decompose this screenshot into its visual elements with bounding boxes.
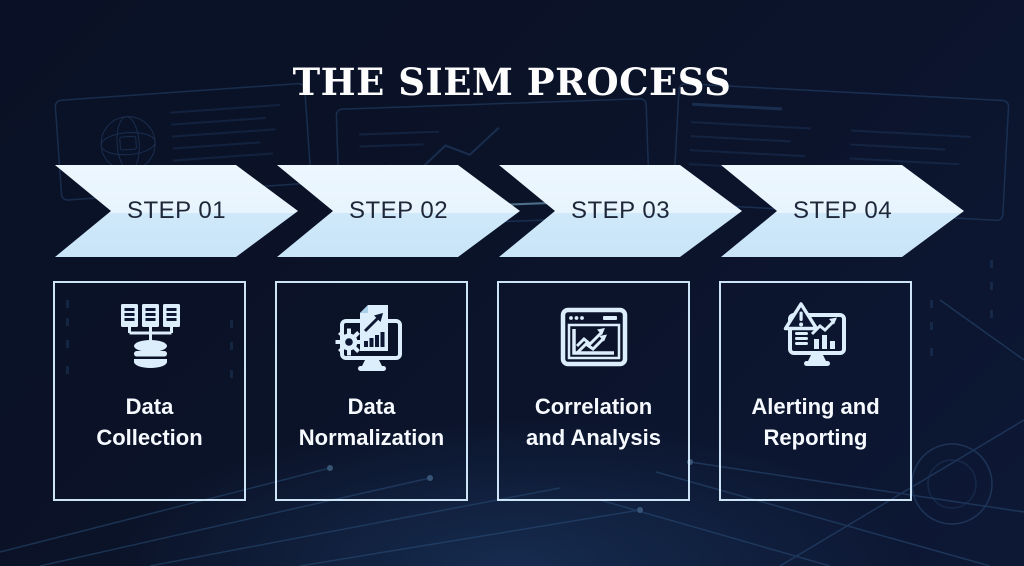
step-card-label-line2: Normalization <box>298 425 445 450</box>
step-arrow-1: STEP 01 <box>55 165 298 257</box>
step-arrow-3: STEP 03 <box>499 165 742 257</box>
step-card-label-line2: and Analysis <box>526 425 661 450</box>
data-collection-icon <box>120 304 180 368</box>
step-card-label: Alerting and Reporting <box>751 391 879 453</box>
step-card-alerting-reporting: Alerting and Reporting <box>719 281 912 501</box>
step-card-label-line2: Reporting <box>763 425 868 450</box>
data-normalization-icon <box>335 305 402 371</box>
step-card-label-line1: Correlation <box>534 394 653 419</box>
step-card-label: Data Collection <box>96 391 202 453</box>
alerting-reporting-icon <box>783 302 846 366</box>
step-card-label-line1: Alerting and <box>751 394 880 419</box>
step-card-label-line2: Collection <box>96 425 203 450</box>
step-arrow-2-label: STEP 02 <box>348 197 449 224</box>
step-card-correlation-analysis: Correlation and Analysis <box>497 281 690 501</box>
step-card-label-line1: Data <box>347 394 396 419</box>
step-arrow-3-label: STEP 03 <box>570 197 671 224</box>
step-card-data-collection: Data Collection <box>53 281 246 501</box>
page-title: THE SIEM PROCESS <box>292 60 732 104</box>
step-arrow-2: STEP 02 <box>277 165 520 257</box>
step-arrow-4-label: STEP 04 <box>792 197 893 224</box>
correlation-analysis-icon <box>560 307 627 367</box>
step-card-label-line1: Data <box>125 394 174 419</box>
step-card-label: Data Normalization <box>299 391 444 453</box>
step-arrow-1-label: STEP 01 <box>126 197 227 224</box>
step-arrow-4: STEP 04 <box>721 165 964 257</box>
step-card-data-normalization: Data Normalization <box>275 281 468 501</box>
step-card-label: Correlation and Analysis <box>526 391 661 453</box>
